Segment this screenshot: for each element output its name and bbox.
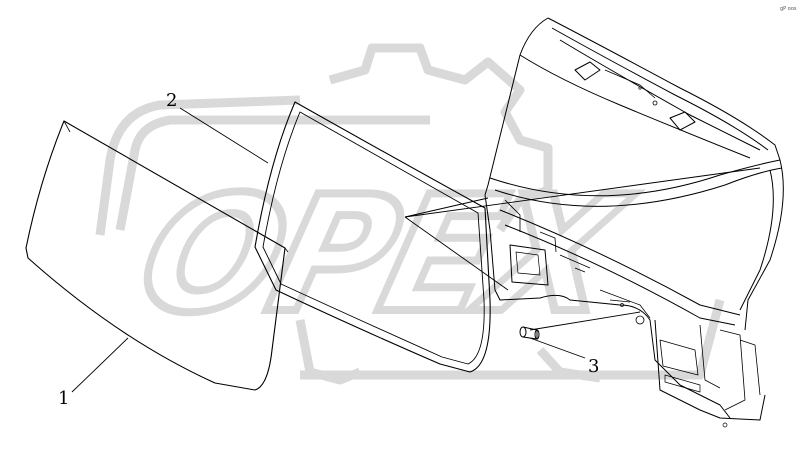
watermark-gear-bottom <box>295 319 601 385</box>
watermark-gear <box>95 43 553 236</box>
callout-label-3: 3 <box>588 356 600 377</box>
leader-3b <box>529 311 641 331</box>
part-windshield-seal <box>254 101 491 373</box>
callout-label-1: 1 <box>58 388 70 409</box>
corner-code: gP oos <box>780 6 797 12</box>
leader-3a <box>529 337 586 359</box>
alignment-line-b <box>404 216 509 291</box>
alignment-line-c <box>404 197 489 218</box>
alignment-line-a <box>404 167 761 218</box>
watermark-text: OPEX <box>123 162 644 348</box>
watermark-frame <box>115 115 725 380</box>
leader-1 <box>71 337 129 393</box>
leader-lines <box>71 107 761 393</box>
part-windshield-glass <box>25 120 289 391</box>
watermark-logo <box>95 43 725 385</box>
part-cab-front <box>484 17 784 428</box>
callout-label-2: 2 <box>166 90 178 111</box>
leader-2 <box>179 107 269 164</box>
